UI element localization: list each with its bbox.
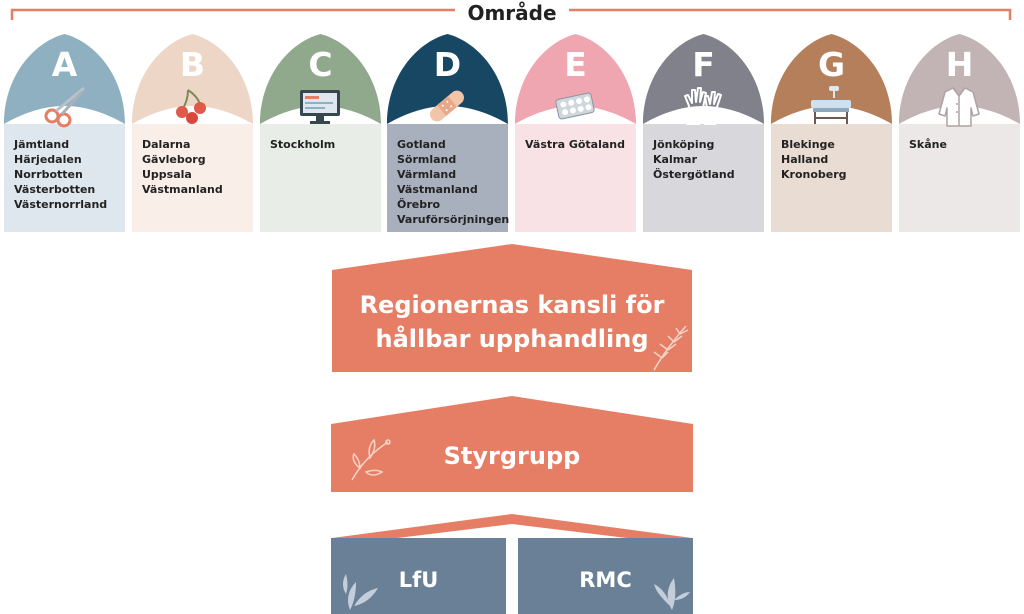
region-name: Stockholm xyxy=(270,138,336,151)
area-letter: A xyxy=(51,45,78,84)
region-name: Östergötland xyxy=(653,168,735,181)
region-name: Kalmar xyxy=(653,153,698,166)
bottom-roof xyxy=(332,514,692,546)
region-name: Sörmland xyxy=(397,153,457,166)
region-name: Värmland xyxy=(397,168,457,181)
area-letter: E xyxy=(564,45,587,84)
region-name: Västerbotten xyxy=(14,183,96,196)
region-name: Halland xyxy=(781,153,829,166)
region-name: Blekinge xyxy=(781,138,835,151)
area-letter: B xyxy=(179,45,206,84)
area-letter: F xyxy=(692,45,715,84)
area-card-e: E Västra Götaland xyxy=(515,34,636,232)
area-card-shape xyxy=(260,34,381,232)
kansli-label-line2: hållbar upphandling xyxy=(375,325,649,353)
leaf-icon xyxy=(343,574,378,610)
hospital-bed-icon xyxy=(811,86,851,124)
region-name: Jämtland xyxy=(14,138,70,151)
kansli-label-line1: Regionernas kansli för xyxy=(359,291,665,319)
region-name: Varuförsörjningen xyxy=(397,213,510,226)
berries-icon xyxy=(176,89,206,124)
region-name: Örebro xyxy=(397,198,441,211)
area-card-shape xyxy=(387,34,508,232)
gloves-icon xyxy=(684,87,722,125)
region-name: Gävleborg xyxy=(142,153,206,166)
area-card-h: H Skåne xyxy=(899,34,1020,232)
area-heading-text: Område xyxy=(455,0,569,26)
area-letter: D xyxy=(433,45,462,84)
leaf-icon xyxy=(351,438,391,481)
region-name: Kronoberg xyxy=(781,168,847,181)
monitor-icon xyxy=(300,90,340,124)
area-letter: H xyxy=(945,45,974,84)
bandage-icon xyxy=(430,90,464,122)
area-heading: Område xyxy=(0,0,1024,26)
area-card-shape xyxy=(643,34,764,232)
area-card-shape xyxy=(771,34,892,232)
area-card-shape xyxy=(515,34,636,232)
lfu-label: LfU xyxy=(398,568,439,592)
area-regions: Skåne xyxy=(909,137,947,152)
region-name: Västernorrland xyxy=(14,198,108,211)
region-name: Västmanland xyxy=(397,183,478,196)
region-name: Dalarna xyxy=(142,138,191,151)
region-name: Uppsala xyxy=(142,168,192,181)
scissors-icon xyxy=(44,86,85,128)
rmc-label: RMC xyxy=(579,568,632,592)
area-card-c: C Stockholm xyxy=(260,34,381,232)
region-name: Västmanland xyxy=(142,183,223,196)
area-regions: Stockholm xyxy=(270,137,335,152)
styrgrupp-label: Styrgrupp xyxy=(443,442,581,470)
leaf-icon xyxy=(653,325,689,371)
area-regions: Västra Götaland xyxy=(525,137,625,152)
region-name: Västra Götaland xyxy=(525,138,625,151)
lab-coat-icon xyxy=(938,87,980,127)
region-name: Gotland xyxy=(397,138,446,151)
area-card-shape xyxy=(4,34,125,232)
kansli-label: Regionernas kansli för hållbar upphandli… xyxy=(332,288,692,356)
area-card-shape xyxy=(899,34,1020,232)
region-name: Jönköping xyxy=(653,138,715,151)
pill-blister-icon xyxy=(555,92,595,120)
region-name: Norrbotten xyxy=(14,168,83,181)
leaf-icon xyxy=(654,578,690,610)
region-name: Skåne xyxy=(909,138,947,151)
region-name: Härjedalen xyxy=(14,153,82,166)
area-letter: G xyxy=(817,45,846,84)
area-card-shape xyxy=(132,34,253,232)
area-letter: C xyxy=(308,45,333,84)
